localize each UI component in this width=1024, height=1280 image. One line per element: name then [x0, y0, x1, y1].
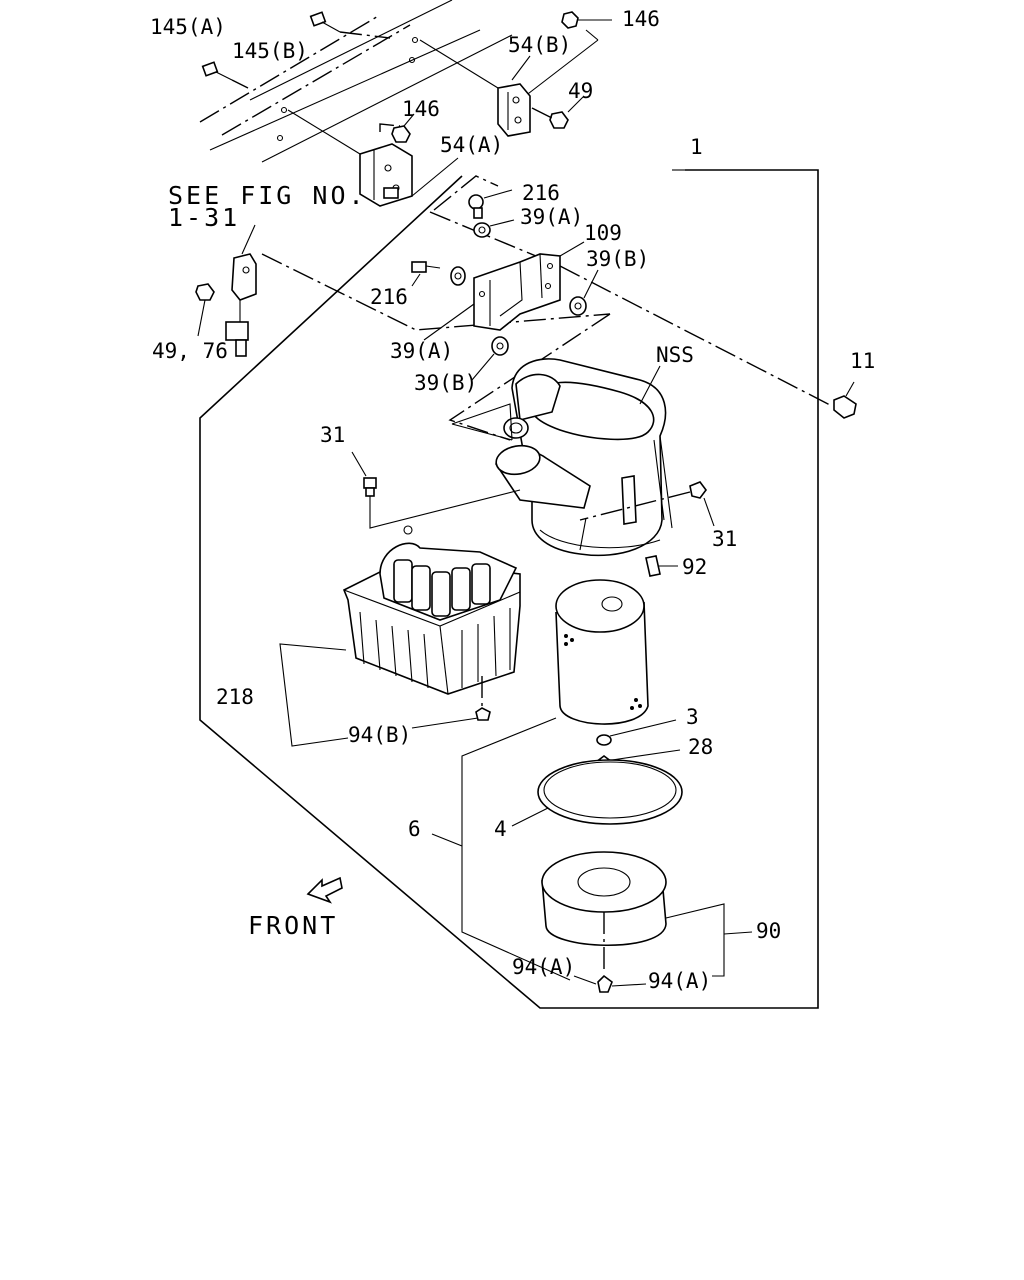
nut-146-mid-icon	[379, 113, 415, 143]
label-218: 218	[216, 685, 254, 709]
nut-49-76-icon	[195, 283, 215, 337]
label-39a-left: 39(A)	[390, 339, 453, 363]
filter-element-icon	[555, 579, 649, 725]
bolt-216-left-icon	[411, 261, 441, 273]
dust-cap-90-icon	[541, 851, 667, 947]
see-fig-label: SEE FIG NO.	[168, 181, 367, 210]
label-49-76: 49, 76	[152, 339, 228, 363]
nut-49-icon	[531, 107, 569, 129]
washer-39a-left-icon	[450, 266, 466, 286]
screw-31-right-icon	[689, 481, 707, 499]
bolt-145b-icon	[309, 11, 391, 39]
label-146-mid: 146	[402, 97, 440, 121]
bracket-54b-icon	[497, 83, 531, 137]
label-94a-right: 94(A)	[648, 969, 711, 993]
bolt-94a-icon	[597, 974, 613, 993]
see-fig-number: 1-31	[168, 203, 240, 232]
frame-rails	[199, 0, 513, 163]
seal-ring-4-icon	[537, 759, 683, 825]
bracket-54a-icon	[359, 143, 413, 207]
label-109: 109	[584, 221, 622, 245]
label-94a-left: 94(A)	[512, 955, 575, 979]
see-fig-bracket-icon	[225, 224, 257, 357]
label-nss: NSS	[656, 343, 694, 367]
label-54b: 54(B)	[508, 33, 571, 57]
label-216-left: 216	[370, 285, 408, 309]
bolt-11-icon	[833, 395, 857, 419]
washer-39b-low-icon	[491, 336, 509, 356]
label-145a: 145(A)	[150, 15, 226, 39]
label-31-left: 31	[320, 423, 345, 447]
front-label: FRONT	[248, 911, 338, 940]
label-49: 49	[568, 79, 593, 103]
nut-146-top-icon	[561, 11, 612, 29]
bracket-109-icon	[473, 253, 561, 331]
label-1: 1	[690, 135, 703, 159]
label-90: 90	[756, 919, 781, 943]
washer-39b-right-icon	[569, 296, 587, 316]
label-216-top: 216	[522, 181, 560, 205]
bolt-94b-icon	[475, 707, 491, 721]
label-39a-top: 39(A)	[520, 205, 583, 229]
label-31-right: 31	[712, 527, 737, 551]
label-54a: 54(A)	[440, 133, 503, 157]
washer-39a-top-icon	[473, 222, 491, 238]
label-94b: 94(B)	[348, 723, 411, 747]
label-39b-right: 39(B)	[586, 247, 649, 271]
label-4: 4	[494, 817, 507, 841]
bolt-216-top-icon	[468, 194, 484, 219]
label-39b-low: 39(B)	[414, 371, 477, 395]
lower-case-218-icon	[342, 525, 521, 695]
label-11: 11	[850, 349, 875, 373]
label-92: 92	[682, 555, 707, 579]
front-direction-arrow-icon	[306, 876, 343, 904]
assembly-outline	[199, 169, 819, 1009]
air-cleaner-housing-icon	[495, 358, 673, 577]
bolt-145a-icon	[201, 61, 249, 89]
screw-31-left-icon	[363, 477, 377, 497]
label-3: 3	[686, 705, 699, 729]
label-146-top: 146	[622, 7, 660, 31]
label-6: 6	[408, 817, 421, 841]
label-28: 28	[688, 735, 713, 759]
label-145b: 145(B)	[232, 39, 308, 63]
